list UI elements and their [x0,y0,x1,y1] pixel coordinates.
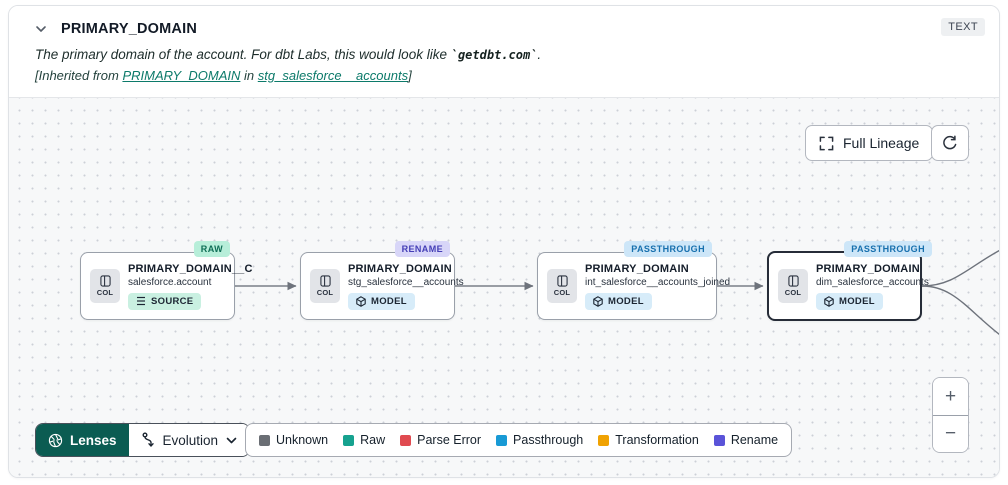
legend-item-raw: Raw [343,433,385,447]
expand-icon [819,136,834,151]
model-cube-icon [593,295,603,307]
edge-4-out-lower [921,285,999,335]
source-icon [136,296,146,306]
column-header: PRIMARY_DOMAIN TEXT The primary domain o… [9,6,999,97]
inherited-model-link[interactable]: stg_salesforce__accounts [257,68,409,83]
lineage-canvas[interactable]: Full Lineage RAW COL PRIMARY_DOMAIN__C s… [9,97,999,477]
node-type-badge: MODEL [585,292,652,310]
route-icon [141,432,155,448]
lenses-button[interactable]: Lenses [36,424,129,456]
lineage-node-staging[interactable]: RENAME COL PRIMARY_DOMAIN stg_salesforce… [300,241,464,320]
node-type-badge: SOURCE [128,292,202,310]
lineage-node-source[interactable]: RAW COL PRIMARY_DOMAIN__C salesforce.acc… [80,241,252,320]
column-type-chip: COL [547,269,577,303]
column-title: PRIMARY_DOMAIN [61,21,197,37]
column-icon [556,275,568,287]
column-type-badge: TEXT [941,18,985,36]
chevron-down-icon [226,437,237,444]
legend-swatch [496,434,508,446]
evolution-legend: Unknown Raw Parse Error Passthrough Tran… [245,423,793,457]
column-type-chip: COL [778,269,808,303]
full-lineage-label: Full Lineage [843,135,920,151]
evolution-tag: RENAME [394,241,450,257]
node-type-badge: MODEL [816,292,883,310]
evolution-tag: RAW [193,241,230,257]
legend-item-unknown: Unknown [259,433,328,447]
legend-swatch [343,434,355,446]
legend-item-parse-error: Parse Error [400,433,481,447]
node-model-name: dim_salesforce_accounts [816,276,929,288]
lens-aperture-icon [48,433,63,448]
zoom-in-button[interactable]: + [933,378,968,415]
column-icon [99,275,111,287]
node-column-name: PRIMARY_DOMAIN [348,262,452,275]
node-column-name: PRIMARY_DOMAIN [585,262,689,275]
lens-dropdown[interactable]: Evolution [128,424,250,456]
column-description: The primary domain of the account. For d… [35,47,542,62]
legend-item-passthrough: Passthrough [496,433,583,447]
zoom-out-button[interactable]: − [933,415,968,452]
full-lineage-button[interactable]: Full Lineage [805,125,934,161]
inherited-from-note: [Inherited from PRIMARY_DOMAIN in stg_sa… [35,68,412,83]
legend-item-rename: Rename [713,433,778,447]
legend-swatch [259,434,270,446]
lenses-control: Lenses Evolution [35,423,251,457]
model-cube-icon [356,295,366,307]
legend-swatch [400,434,412,446]
column-icon [787,275,799,287]
collapse-chevron-icon[interactable] [35,23,47,35]
model-cube-icon [824,295,834,307]
legend-swatch [713,434,725,446]
column-type-chip: COL [310,269,340,303]
edge-4-out-upper [921,249,999,287]
lineage-panel: PRIMARY_DOMAIN TEXT The primary domain o… [8,5,1000,478]
refresh-button[interactable] [931,125,969,161]
lineage-node-intermediate[interactable]: PASSTHROUGH COL PRIMARY_DOMAIN int_sales… [537,241,730,320]
node-column-name: PRIMARY_DOMAIN__C [128,262,253,275]
lens-selected-value: Evolution [162,432,219,448]
node-model-name: salesforce.account [128,276,212,288]
column-type-chip: COL [90,269,120,303]
zoom-controls: + − [932,377,969,453]
legend-swatch [598,434,610,446]
column-icon [319,275,331,287]
inherited-column-link[interactable]: PRIMARY_DOMAIN [122,68,241,83]
evolution-tag: PASSTHROUGH [624,241,712,257]
node-model-name: int_salesforce__accounts_joined [585,276,731,288]
lineage-node-dim-selected[interactable]: PASSTHROUGH COL PRIMARY_DOMAIN dim_sales… [767,241,932,321]
inline-code: `getdbt.com` [450,48,538,62]
node-column-name: PRIMARY_DOMAIN [816,262,920,275]
evolution-tag: PASSTHROUGH [844,241,932,257]
lenses-label: Lenses [70,432,117,448]
node-type-badge: MODEL [348,292,415,310]
refresh-icon [942,135,958,151]
legend-item-transformation: Transformation [598,433,699,447]
node-model-name: stg_salesforce__accounts [348,276,464,288]
